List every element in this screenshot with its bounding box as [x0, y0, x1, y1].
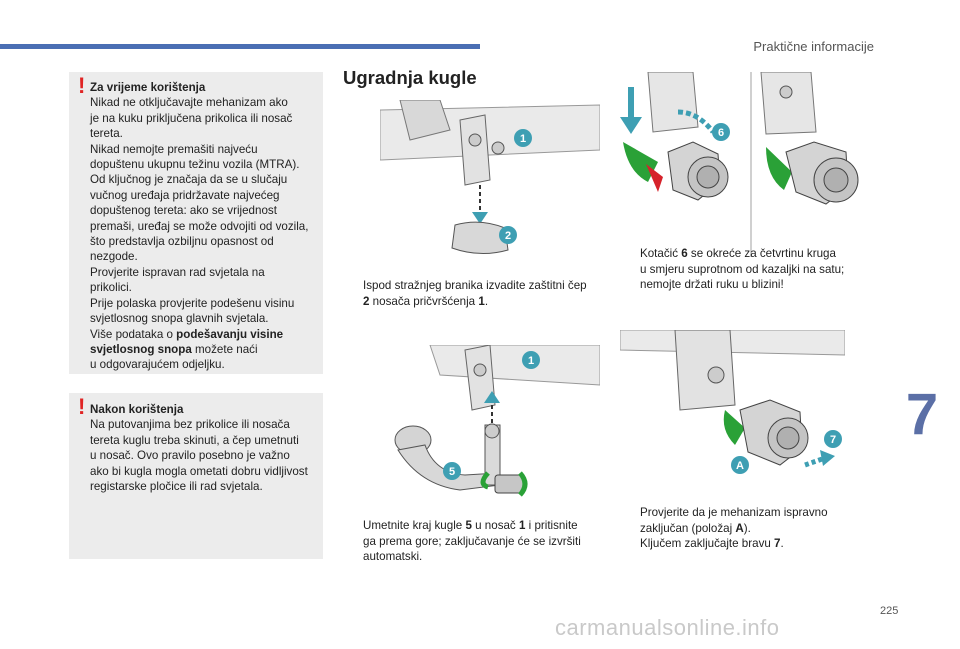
step-check-lock: Provjerite da je mehanizam ispravno zakl… — [640, 506, 828, 535]
illustration-wheel-rotating: 6 — [618, 72, 746, 232]
warning-line: svjetlosnog snopa glavnih svjetala. — [90, 312, 269, 326]
step-insert-ball: Umetnite kraj kugle 5 u nosač 1 i pritis… — [363, 519, 581, 563]
callout-1: 1 — [528, 355, 534, 367]
illustration-remove-plug: 1 2 — [380, 100, 600, 265]
illustration-insert-ball: 1 5 — [380, 345, 600, 510]
warning-line: vučnog uređaja pridržavate najvećeg — [90, 188, 280, 202]
warning-line: premaši, uređaj se može odvojiti od vozi… — [90, 219, 309, 233]
warning-line: Provjerite ispravan rad svjetala na — [90, 265, 265, 279]
page-number: 225 — [880, 605, 899, 617]
page-title: Ugradnja kugle — [343, 67, 477, 88]
watermark: carmanualsonline.info — [555, 615, 780, 640]
step-remove-plug: Ispod stražnjeg branika izvadite zaštitn… — [363, 279, 587, 308]
warning-line: ako bi kugla mogla ometati dobru vidljiv… — [90, 464, 308, 478]
warning-line: dopuštenog tereta: ako se vrijednost — [90, 204, 277, 218]
warning-line: Više podataka o podešavanju visine svjet… — [90, 327, 284, 356]
warning-icon: ! — [78, 394, 86, 419]
illustration-wheel-locked — [756, 72, 876, 232]
callout-1: 1 — [520, 133, 526, 145]
warning-line: u nosač. Ovo pravilo posebno je važno — [90, 449, 290, 463]
step-wheel-rotation: Kotačić 6 se okreće za četvrtinu kruga u… — [640, 247, 845, 291]
warning-text: Za vrijeme korištenja Nikad ne otključav… — [90, 80, 317, 373]
callout-5: 5 — [449, 466, 455, 478]
illustration-divider — [750, 72, 752, 257]
warning-line: što predstavlja ozbiljnu opasnost od — [90, 235, 274, 249]
warning-text: Nakon korištenja Na putovanjima bez prik… — [90, 402, 317, 494]
warning-line: dopuštenu ukupnu težinu vozila (MTRA). — [90, 158, 300, 172]
illustration-lock-key: 7 A — [620, 330, 845, 490]
callout-2: 2 — [505, 230, 511, 242]
warning-title: Nakon korištenja — [90, 403, 184, 416]
callout-6: 6 — [718, 127, 724, 139]
warning-title: Za vrijeme korištenja — [90, 81, 206, 94]
chapter-tab: 7 — [884, 376, 960, 452]
warning-line: Nikad nemojte premašiti najveću — [90, 142, 258, 156]
step-lock-key: Ključem zaključajte bravu 7. — [640, 537, 784, 550]
warning-line: Od ključnog je značaja da se u slučaju — [90, 173, 288, 187]
warning-icon: ! — [78, 73, 86, 98]
section-title: Praktične informacije — [753, 39, 874, 54]
warning-line: tereta kuglu treba skinuti, a čep umetnu… — [90, 433, 299, 447]
warning-line: Na putovanjima bez prikolice ili nosača — [90, 418, 290, 432]
warning-line: je na kuku priključena prikolica ili nos… — [90, 111, 293, 125]
warning-box-after-use: ! Nakon korištenja Na putovanjima bez pr… — [69, 393, 323, 559]
warning-line: registarske pločice ili rad svjetala. — [90, 480, 263, 494]
warning-line: tereta. — [90, 127, 123, 141]
warning-box-usage: ! Za vrijeme korištenja Nikad ne otključ… — [69, 72, 323, 374]
callout-A: A — [736, 460, 744, 472]
callout-7: 7 — [830, 434, 836, 446]
warning-line: prikolici. — [90, 281, 132, 295]
warning-line: nezgode. — [90, 250, 138, 264]
warning-line: Prije polaska provjerite podešenu visinu — [90, 296, 295, 310]
warning-line: Nikad ne otključavajte mehanizam ako — [90, 96, 288, 110]
header-bar — [0, 44, 480, 49]
chapter-number: 7 — [905, 381, 939, 447]
warning-line: u odgovarajućem odjeljku. — [90, 358, 225, 372]
crossref-bold: podešavanju visine svjetlosnog snopa — [90, 327, 284, 356]
